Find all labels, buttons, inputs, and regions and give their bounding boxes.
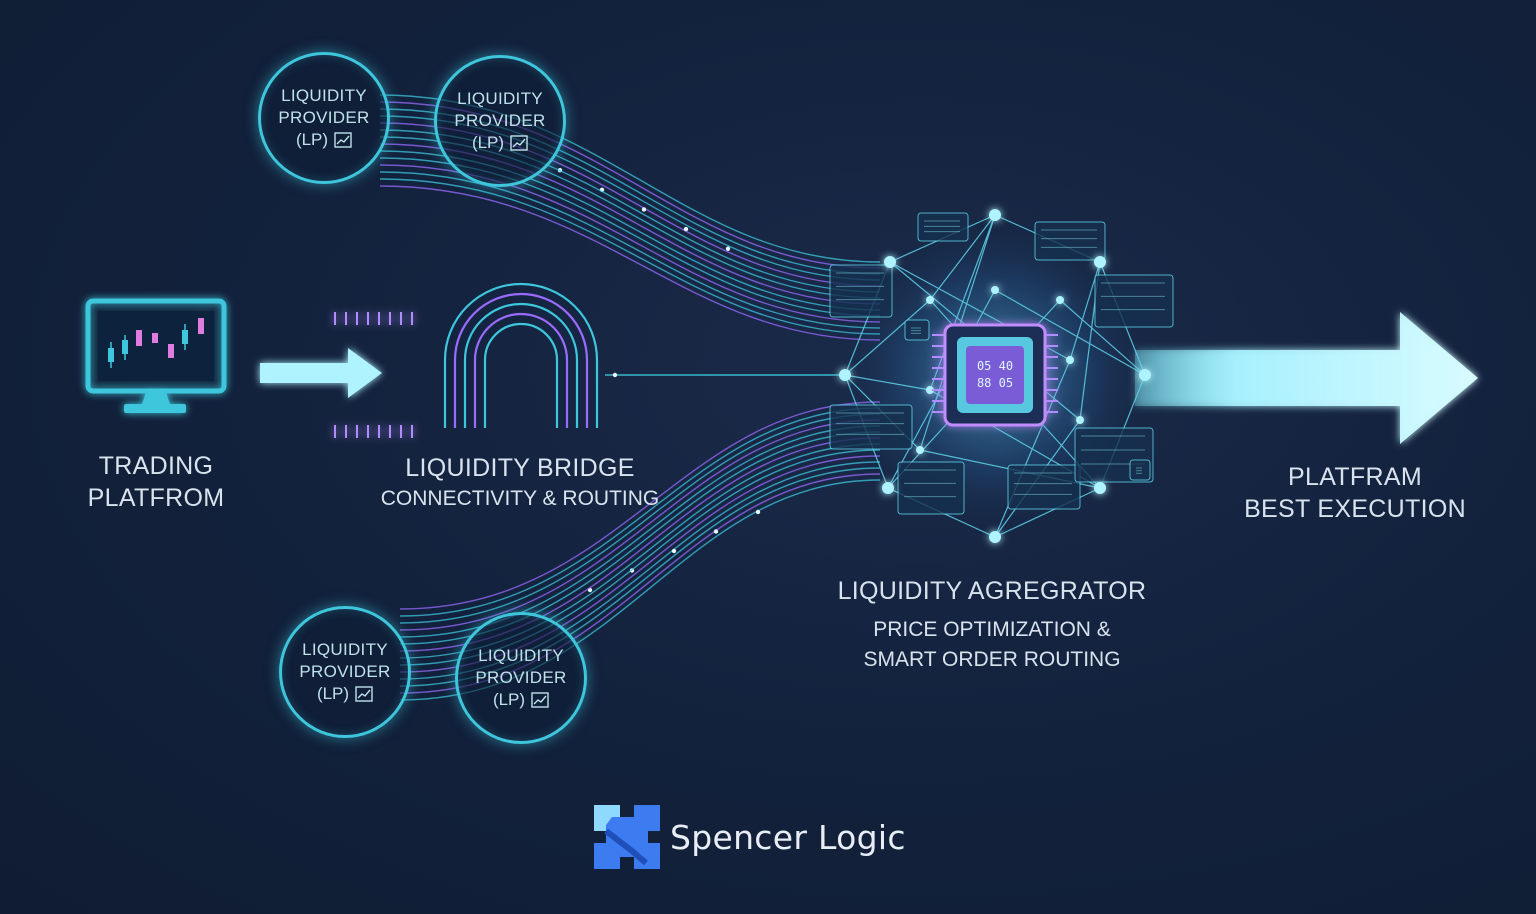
lp-label-line1: LIQUIDITY (302, 640, 388, 659)
chart-icon (355, 686, 373, 702)
aggregator-subtitle-2: SMART ORDER ROUTING (863, 648, 1121, 671)
lp-label-line2: PROVIDER (278, 108, 370, 127)
flow-particle (671, 548, 677, 554)
flow-line (379, 157, 881, 317)
brand: Spencer Logic (592, 803, 906, 871)
bridge-subtitle: CONNECTIVITY & ROUTING (380, 487, 660, 510)
network-node (882, 482, 894, 494)
flow-line (399, 419, 881, 631)
flow-particle (755, 509, 761, 515)
chart-icon (334, 132, 352, 148)
monitor-candlestick-icon (85, 298, 227, 413)
lp-label-line3: (LP) (471, 133, 505, 152)
chart-icon (531, 692, 549, 708)
bridge-arch-icon (443, 282, 599, 428)
network-node (989, 209, 1001, 221)
network-node (1094, 256, 1106, 268)
data-panel (1007, 464, 1081, 510)
best-execution-arrow (1135, 312, 1478, 444)
trading-platform-label: TRADING PLATFROM (87, 452, 225, 512)
data-panel (917, 212, 969, 242)
flow-line (379, 171, 881, 329)
data-panel (829, 264, 893, 318)
bridge-label: LIQUIDITY BRIDGE CONNECTIVITY & ROUTING (360, 452, 680, 514)
chip-readout-1: 05 40 (976, 359, 1014, 373)
chip-icon (334, 312, 1058, 438)
network-node (926, 296, 934, 304)
best-execution-label: PLATFRAM BEST EXECUTION (1244, 463, 1466, 523)
flow-line (379, 164, 881, 323)
lp-label-line2: PROVIDER (454, 111, 546, 130)
chart-icon (510, 135, 528, 151)
flow-particle (612, 372, 618, 378)
network-node (1076, 416, 1084, 424)
flow-line (379, 178, 881, 335)
lp-label-line2: PROVIDER (475, 668, 567, 687)
lp-label-line1: LIQUIDITY (457, 89, 543, 108)
flow-particle (713, 529, 719, 534)
chip-readout-2: 88 05 (976, 376, 1014, 390)
lp-label-line2: PROVIDER (299, 662, 391, 681)
data-panel (897, 461, 965, 515)
data-panel (904, 319, 930, 341)
liquidity-provider-node: LIQUIDITY PROVIDER (LP) (258, 52, 390, 184)
network-node (926, 386, 934, 394)
network-node (991, 286, 999, 294)
network-node (989, 531, 1001, 543)
lp-label-line1: LIQUIDITY (281, 86, 367, 105)
flow-particle (725, 246, 731, 251)
data-panel (1034, 221, 1106, 261)
lp-label-line3: (LP) (316, 684, 350, 703)
flow-line (399, 407, 881, 617)
network-node (916, 446, 924, 454)
aggregator-subtitle-1: PRICE OPTIMIZATION & (873, 618, 1111, 641)
network-node (839, 369, 851, 381)
lp-label-line1: LIQUIDITY (478, 646, 564, 665)
lp-label-line3: (LP) (492, 690, 526, 709)
arrow-right-icon (260, 348, 382, 398)
liquidity-provider-node: LIQUIDITY PROVIDER (LP) (434, 55, 566, 187)
lp-label-line3: (LP) (295, 130, 329, 149)
network-node (1066, 356, 1074, 364)
aggregator-title: LIQUIDITY AGREGRATOR (837, 577, 1147, 605)
aggregator-label: LIQUIDITY AGREGRATOR PRICE OPTIMIZATION … (812, 575, 1172, 675)
data-panel (829, 404, 913, 450)
spencer-logic-logo (594, 805, 660, 869)
flow-lines (379, 94, 881, 701)
data-panel (1129, 459, 1151, 481)
data-panel (1094, 274, 1174, 328)
flow-particle (683, 226, 689, 232)
network-node (1094, 482, 1106, 494)
liquidity-provider-node: LIQUIDITY PROVIDER (LP) (455, 612, 587, 744)
bridge-title: LIQUIDITY BRIDGE (405, 454, 635, 482)
network-node (1139, 369, 1151, 381)
network-node (884, 256, 896, 268)
flow-line (399, 413, 881, 624)
liquidity-provider-node: LIQUIDITY PROVIDER (LP) (279, 606, 411, 738)
network-node (1056, 296, 1064, 304)
brand-name: Spencer Logic (670, 817, 906, 857)
flow-line (399, 401, 881, 610)
flow-particle (641, 207, 647, 212)
flow-line (379, 185, 881, 341)
